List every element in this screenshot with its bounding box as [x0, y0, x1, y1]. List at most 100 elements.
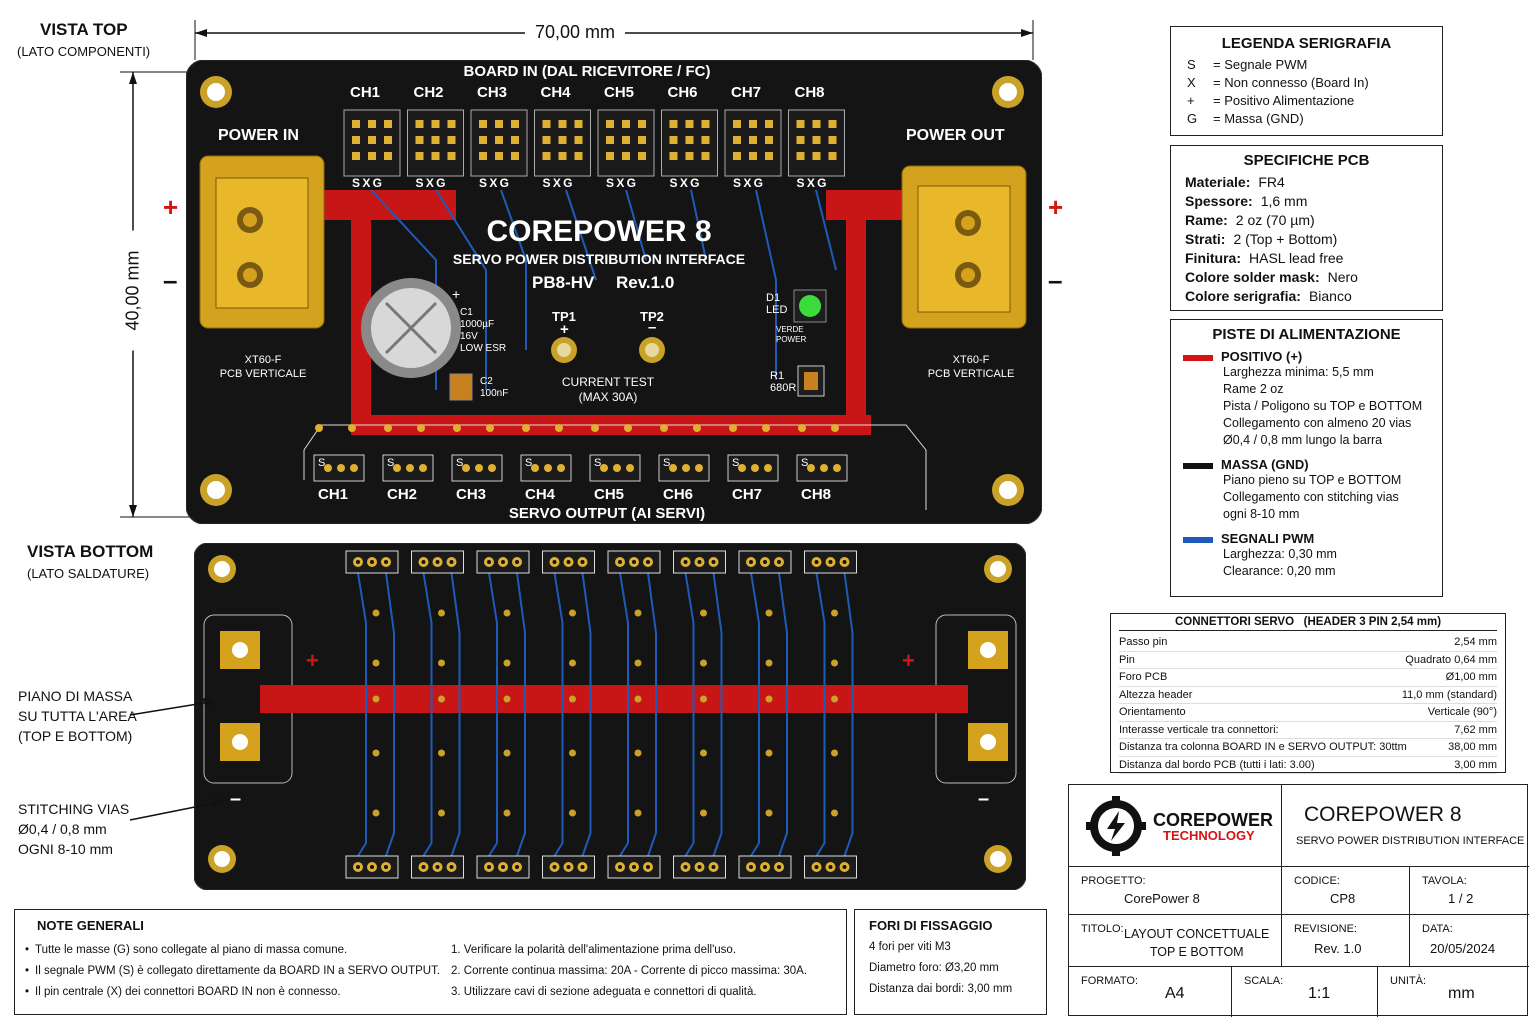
formato-label: FORMATO:: [1081, 975, 1139, 987]
servo-signal-label: S: [318, 457, 326, 469]
tp1-plus: +: [560, 321, 569, 338]
pad-hole: [515, 865, 519, 869]
connector-row: Interasse verticale tra connettori:7,62 …: [1119, 722, 1497, 739]
header-pin: [796, 120, 805, 128]
svg-text:+: +: [306, 648, 319, 673]
connector-key: Orientamento: [1119, 706, 1186, 718]
stitching-via: [831, 809, 838, 817]
connector-row: Distanza dal bordo PCB (tutti i lati: 3.…: [1119, 757, 1497, 774]
data-value: 20/05/2024: [1430, 941, 1496, 956]
header-pin: [622, 136, 630, 144]
header-pin: [669, 136, 678, 144]
r1-label: R1 680R: [770, 370, 796, 394]
header-pin: [431, 136, 440, 144]
servo-pin: [324, 464, 332, 472]
servo-pin: [337, 464, 345, 472]
pwm-trace: [815, 572, 826, 857]
header-pin: [796, 136, 805, 144]
header-pin: [733, 152, 741, 160]
servo-pin: [738, 464, 746, 472]
stitching-via: [765, 749, 773, 757]
power-via: [348, 424, 356, 432]
general-notes: NOTE GENERALI •Tutte le masse (G) sono c…: [14, 909, 847, 1015]
pwm-trace: [553, 572, 564, 857]
header-pin: [558, 152, 567, 160]
spec-row: Colore solder mask:Nero: [1185, 268, 1428, 287]
scala-cell: SCALA: 1:1: [1232, 967, 1378, 1017]
pad-hole: [828, 560, 833, 564]
stitching-via: [569, 659, 576, 667]
header-pin: [511, 136, 519, 144]
power-via: [762, 424, 770, 432]
connector-key: Passo pin: [1119, 636, 1168, 648]
d1-ref: D1: [766, 292, 781, 304]
codice-label: CODICE:: [1294, 875, 1340, 887]
header-pin: [828, 152, 837, 160]
bottom-view-subtitle: (LATO SALDATURE): [27, 566, 150, 581]
c1-ref: C1: [460, 307, 473, 318]
r1-ref: R1: [770, 370, 785, 382]
stitching-via: [569, 809, 576, 817]
header-pin: [685, 120, 694, 128]
header-pin: [685, 152, 694, 160]
pad-hole: [646, 865, 650, 869]
pwm-trace: [778, 572, 788, 857]
legend-row: S= Segnale PWM: [1187, 56, 1426, 74]
servo-signal-label: S: [456, 457, 464, 469]
pad-hole: [487, 865, 491, 869]
pad-hole: [384, 560, 388, 564]
spec-row: Rame:2 oz (70 µm): [1185, 211, 1428, 230]
header-pin: [431, 152, 440, 160]
unita-label: UNITÀ:: [1390, 975, 1427, 987]
pad-hole: [842, 865, 847, 869]
pad-hole: [763, 560, 767, 564]
stitching-via: [634, 659, 642, 667]
pad-hole: [711, 865, 716, 869]
servo-channel-label: CH2: [387, 486, 418, 503]
header-pin: [542, 120, 551, 128]
stitching-via: [634, 609, 642, 617]
callout-arrows: [129, 698, 225, 821]
led-color-text: VERDE: [776, 325, 804, 334]
spec-key: Colore solder mask:: [1185, 269, 1320, 285]
pad-hole: [421, 865, 426, 869]
pad-hole: [814, 560, 819, 564]
pad-hole: [763, 865, 767, 869]
legend-key: G: [1187, 111, 1198, 126]
servo-pin: [544, 464, 552, 472]
revisione-cell: REVISIONE: Rev. 1.0: [1282, 915, 1410, 967]
stitching-via: [503, 659, 511, 667]
pad-hole: [749, 560, 753, 564]
pad-hole: [646, 560, 650, 564]
spec-key: Strati:: [1185, 231, 1226, 247]
width-dimension: 70,00 mm: [525, 22, 626, 43]
servo-channel-label: CH6: [663, 486, 694, 503]
height-dimension: 40,00 mm: [122, 230, 144, 351]
header-pin: [638, 152, 646, 160]
stitching-via: [765, 809, 773, 817]
header-pin: [812, 120, 821, 128]
c2-ref: C2: [480, 376, 493, 387]
servo-pin: [751, 464, 759, 472]
legend-value: = Non connesso (Board In): [1213, 75, 1369, 90]
header-pin: [542, 152, 551, 160]
stitching-callout: STITCHING VIAS Ø0,4 / 0,8 mm OGNI 8-10 m…: [18, 799, 129, 859]
header-pin: [765, 152, 773, 160]
trace-color-swatch: [1183, 354, 1213, 361]
svg-text:–: –: [978, 788, 989, 810]
power-via: [486, 424, 494, 432]
pad-hole: [566, 560, 571, 564]
board-rev: Rev.1.0: [616, 273, 675, 292]
servo-pin: [682, 464, 690, 472]
stitching-via: [438, 749, 445, 757]
board-in-channel-label: CH1: [350, 84, 381, 101]
servo-signal-label: S: [594, 457, 602, 469]
trace-color-swatch: [1183, 536, 1213, 543]
bottom-pcb: + + – –: [194, 543, 1026, 890]
scala-label: SCALA:: [1244, 975, 1284, 987]
revisione-label: REVISIONE:: [1294, 923, 1357, 935]
header-pin: [701, 120, 710, 128]
progetto-cell: PROGETTO: CorePower 8: [1069, 867, 1282, 915]
legend-row: X= Non connesso (Board In): [1187, 74, 1426, 92]
header-pin: [368, 136, 376, 144]
